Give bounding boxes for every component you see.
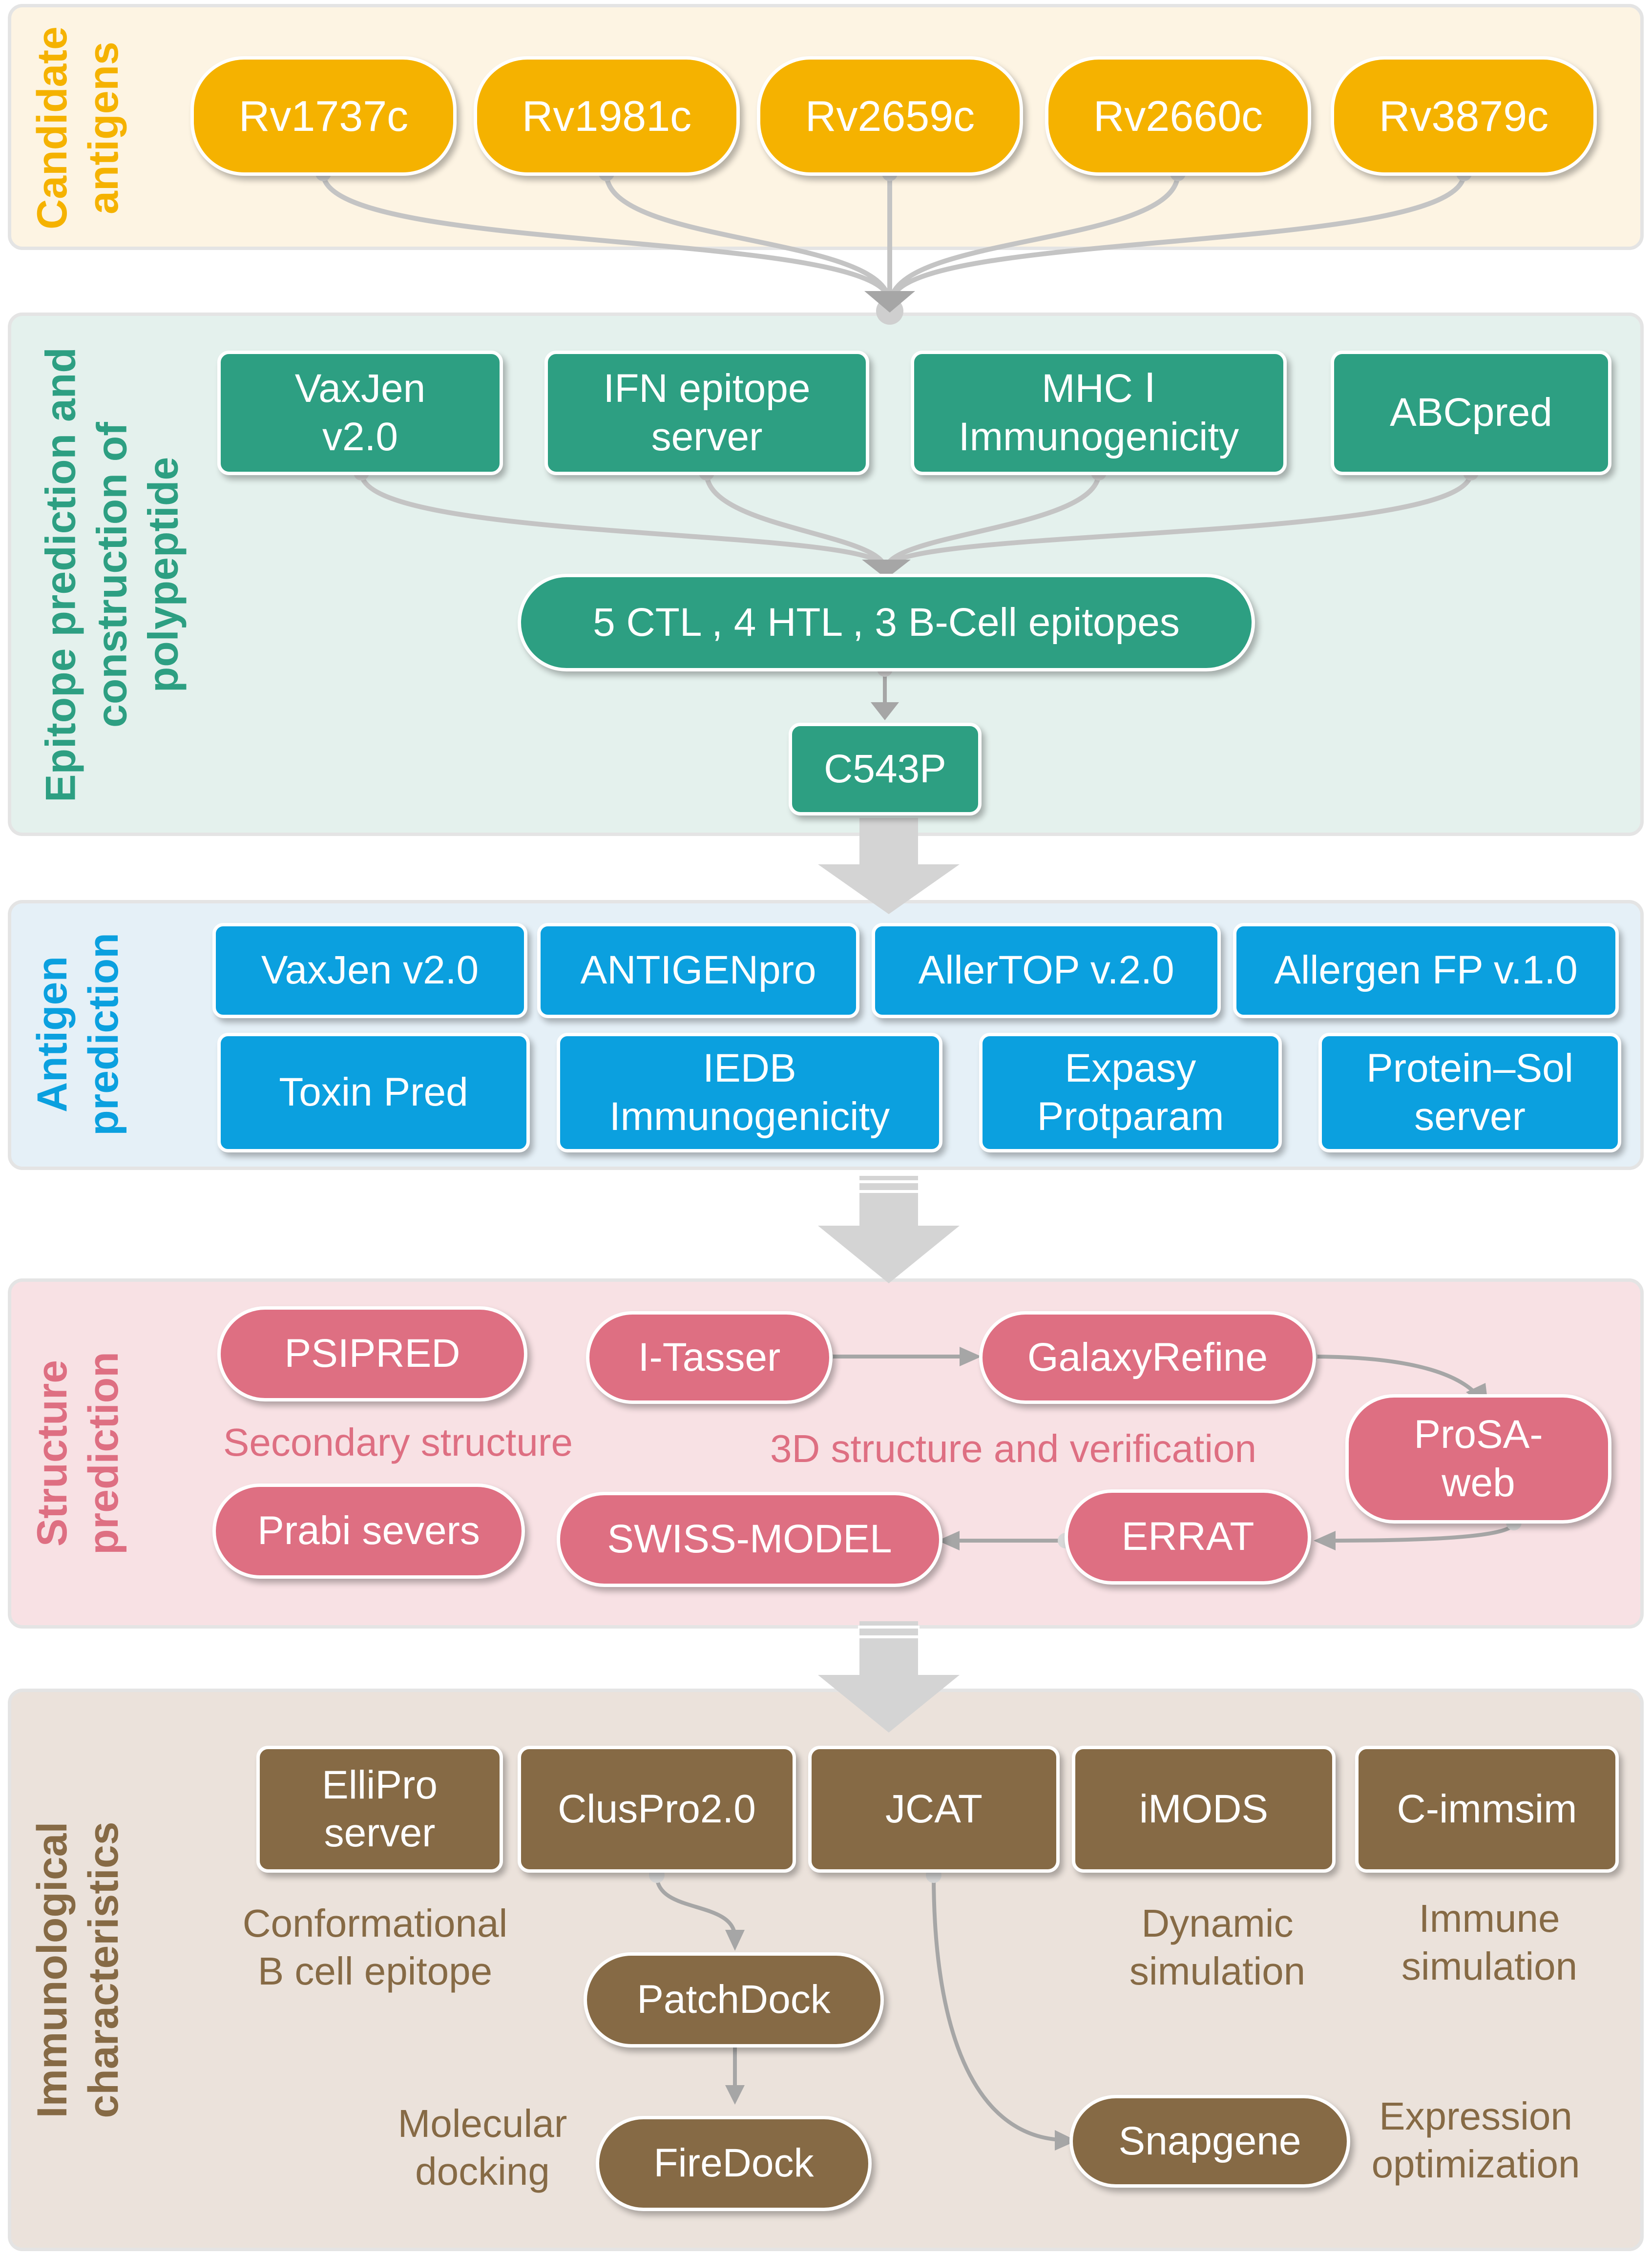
tool-allergen-fp: Allergen FP v.1.0 — [1233, 923, 1619, 1018]
tool-protein-sol: Protein–Sol server — [1318, 1033, 1621, 1152]
antigen-rv1981c: Rv1981c — [474, 56, 740, 176]
tool-imods: iMODS — [1072, 1746, 1336, 1873]
tool-abcpred: ABCpred — [1331, 351, 1611, 475]
tool-firedock: FireDock — [596, 2116, 872, 2211]
tool-galaxyrefine: GalaxyRefine — [979, 1311, 1316, 1404]
tool-ellipro: ElliPro server — [256, 1746, 503, 1873]
tool-toxin-pred: Toxin Pred — [217, 1033, 530, 1152]
edge-rv1981c — [604, 173, 891, 299]
tool-errat: ERRAT — [1065, 1489, 1311, 1585]
tool-snapgene: Snapgene — [1069, 2095, 1350, 2188]
note-dynamic-simulation: Dynamic simulation — [1129, 1902, 1306, 1993]
tool-prosa-web: ProSA- web — [1345, 1394, 1611, 1524]
tool-ifn-epitope-server: IFN epitope server — [544, 351, 869, 475]
tool-prabi: Prabi severs — [212, 1484, 525, 1579]
polypeptide-c543p: C543P — [789, 723, 982, 815]
edge-mhc — [884, 472, 1101, 568]
edge-vaxjen — [359, 472, 886, 568]
tool-psipred: PSIPRED — [217, 1306, 527, 1401]
edge-rv3879c — [890, 173, 1466, 299]
antigen-rv2659c: Rv2659c — [757, 56, 1023, 176]
tool-vaxjen-antigen: VaxJen v2.0 — [212, 923, 527, 1018]
antigen-rv3879c: Rv3879c — [1331, 56, 1597, 176]
tool-c-immsim: C-immsim — [1355, 1746, 1619, 1873]
note-secondary-structure: Secondary structure — [223, 1421, 573, 1464]
note-3d-structure-verification: 3D structure and verification — [770, 1427, 1257, 1470]
epitopes-summary: 5 CTL , 4 HTL , 3 B-Cell epitopes — [518, 574, 1255, 671]
tool-mhc-immunogenicity: MHC Ⅰ Immunogenicity — [911, 351, 1287, 475]
tool-allertop: AllerTOP v.2.0 — [872, 923, 1221, 1018]
edge-rv1737c — [321, 173, 891, 299]
tool-expasy-protparam: Expasy Protparam — [979, 1033, 1282, 1152]
tool-antigenpro: ANTIGENpro — [537, 923, 859, 1018]
edge-rv2660c — [889, 173, 1180, 299]
tool-cluspro: ClusPro2.0 — [518, 1746, 796, 1873]
tool-swiss-model: SWISS-MODEL — [557, 1492, 942, 1587]
edge-abcpred — [885, 472, 1473, 568]
note-conformational-b-cell: Conformational B cell epitope — [242, 1902, 508, 1993]
tool-vaxjen-epitope: VaxJen v2.0 — [217, 351, 503, 475]
tool-i-tasser: I-Tasser — [586, 1311, 833, 1404]
antigen-rv2660c: Rv2660c — [1045, 56, 1311, 176]
antigen-rv1737c: Rv1737c — [190, 56, 457, 176]
note-immune-simulation: Immune simulation — [1401, 1897, 1578, 1988]
tool-patchdock: PatchDock — [584, 1952, 884, 2048]
tool-jcat: JCAT — [808, 1746, 1060, 1873]
note-expression-optimization: Expression optimization — [1371, 2094, 1580, 2186]
edge-ifn — [704, 472, 887, 568]
tool-iedb-immunogenicity: IEDB Immunogenicity — [557, 1033, 942, 1152]
note-molecular-docking: Molecular docking — [397, 2102, 567, 2193]
